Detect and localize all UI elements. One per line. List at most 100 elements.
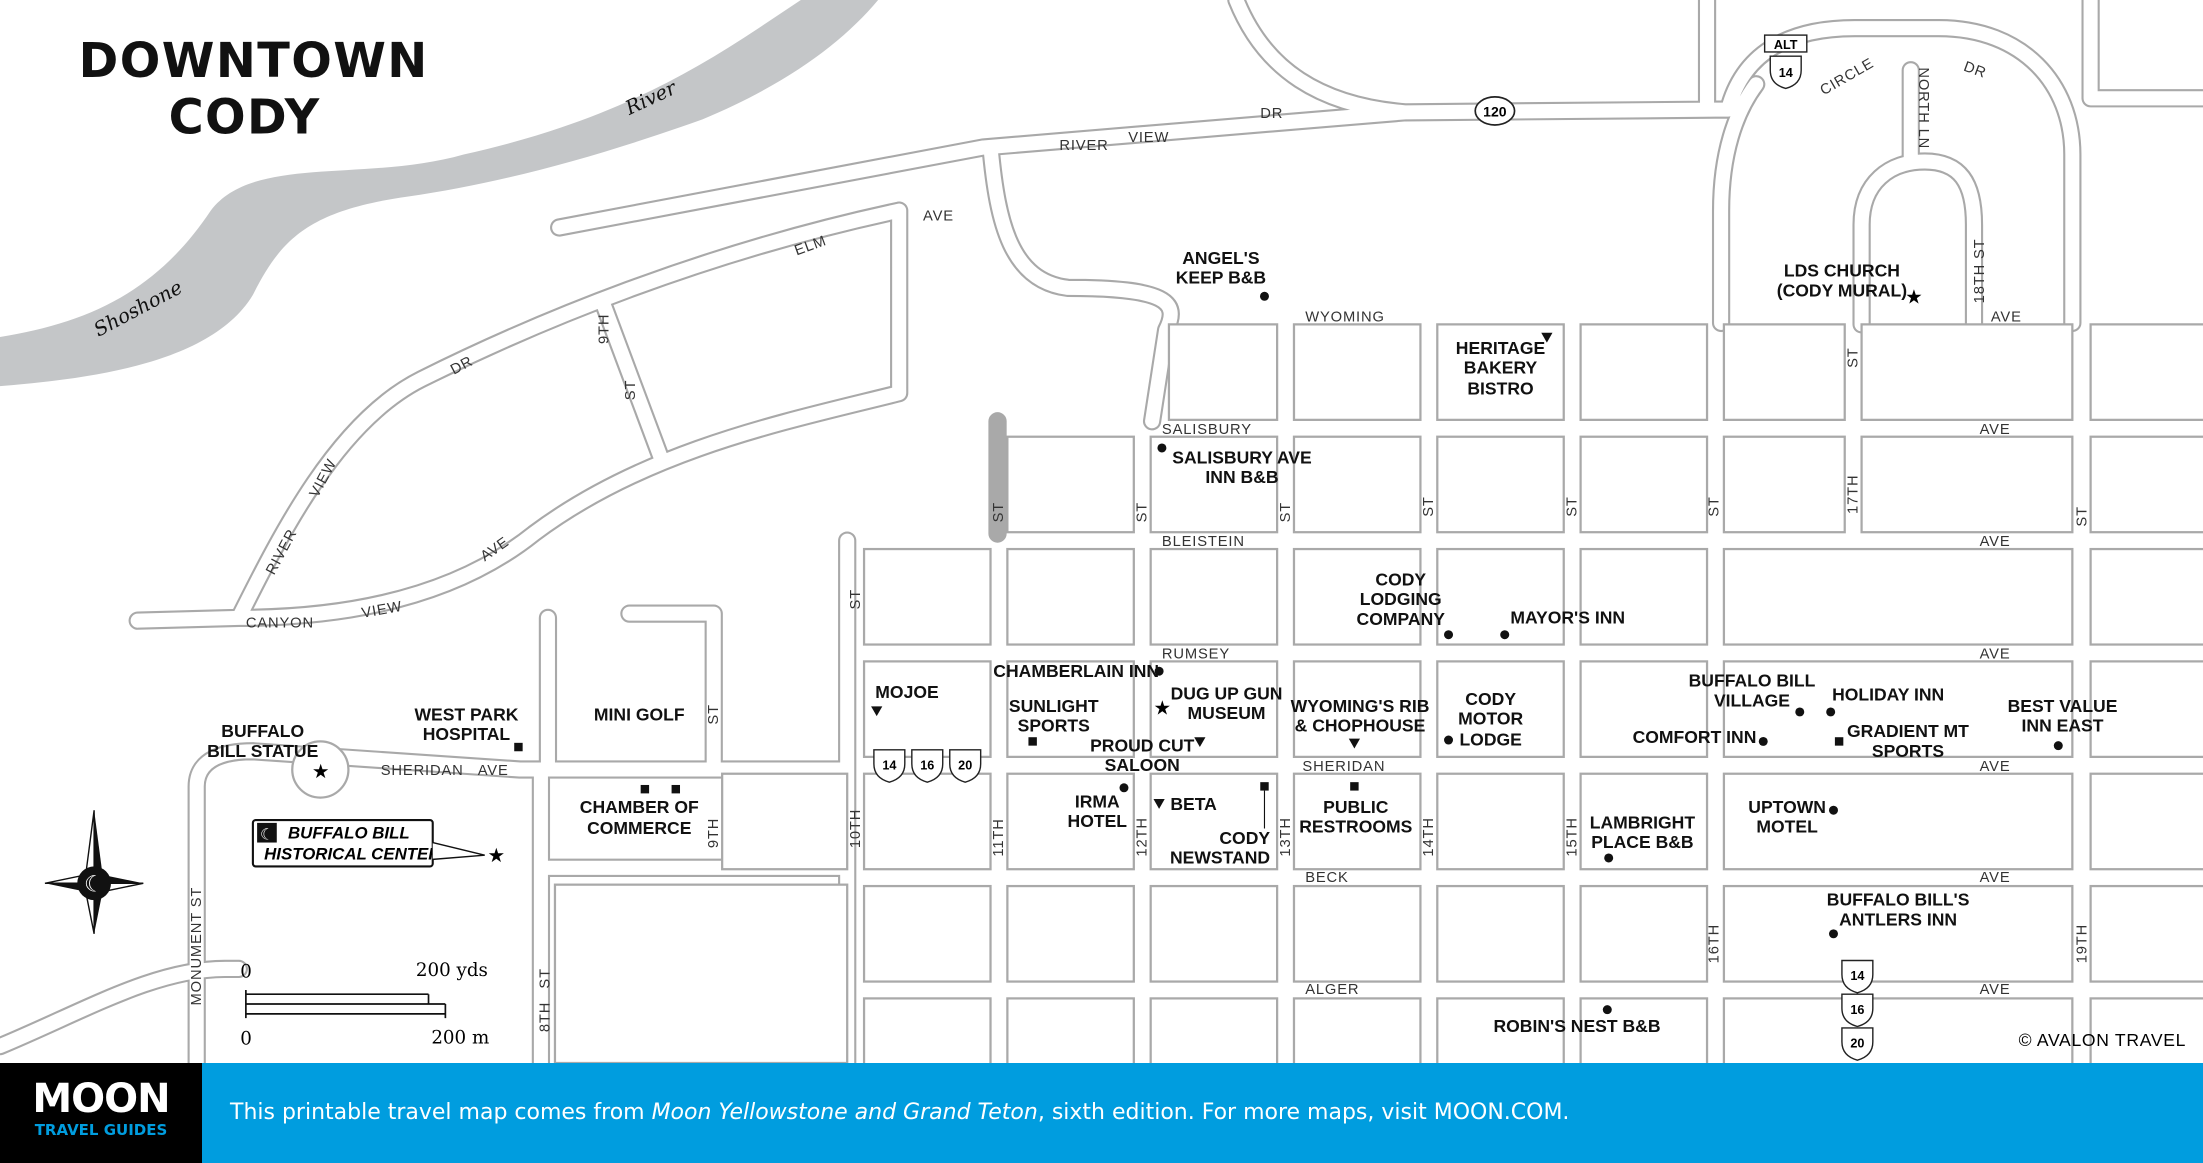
poi-chamberlain-inn: CHAMBERLAIN INN [993,661,1159,681]
city-block [1436,772,1565,871]
map-title-line-1: DOWNTOWN [79,34,429,89]
svg-text:14: 14 [1779,66,1793,80]
svg-text:CIRCLE: CIRCLE [1818,56,1877,99]
footer-banner: MOON TRAVEL GUIDES This printable travel… [0,1063,2203,1163]
us-route-shields-sheridan: 14 16 20 [873,749,982,783]
svg-text:AVE: AVE [1980,870,2011,886]
svg-text:COMPANY: COMPANY [1357,609,1446,629]
svg-text:VILLAGE: VILLAGE [1714,690,1790,710]
svg-text:KEEP B&B: KEEP B&B [1176,268,1266,288]
svg-text:16: 16 [1850,1003,1864,1017]
city-block [1436,884,1565,983]
svg-text:SALOON: SALOON [1105,755,1180,775]
highway-120-shield: 120 [1474,96,1516,126]
svg-text:SPORTS: SPORTS [1872,741,1944,761]
city-block [1006,884,1135,983]
poi-mini-golf: MINI GOLF [594,704,685,724]
svg-text:18TH ST: 18TH ST [1972,238,1988,303]
city-block [1436,323,1565,421]
svg-text:& CHOPHOUSE: & CHOPHOUSE [1295,716,1426,736]
svg-text:NORTH LN: NORTH LN [1915,67,1931,149]
city-block [2089,997,2203,1063]
svg-text:AVE: AVE [1980,759,2011,775]
poi-public-restrooms: PUBLIC [1323,797,1389,817]
city-block [1860,323,2074,421]
moon-travel-guides-logo[interactable]: MOON TRAVEL GUIDES [0,1063,202,1163]
svg-text:ST: ST [1845,347,1861,368]
city-block [1722,884,2074,983]
book-title: Moon Yellowstone and Grand Teton [651,1100,1038,1125]
poi-irma-hotel: IRMA [1075,791,1120,811]
city-block [2089,660,2203,759]
svg-text:PLACE B&B: PLACE B&B [1591,832,1693,852]
scale-bar: 0 200 yds 0 200 m [240,960,489,1050]
poi-wyomings-rib: WYOMING'S RIB [1291,696,1430,716]
svg-text:ST: ST [706,704,722,725]
copyright: © AVALON TRAVEL [2019,1030,2187,1050]
city-block [1292,547,1422,646]
svg-text:13TH: 13TH [1278,817,1294,856]
city-block [2089,884,2203,983]
city-block [1006,547,1135,646]
logo-moon: MOON [32,1076,170,1122]
city-block [2089,547,2203,646]
svg-text:SHERIDAN: SHERIDAN [1302,759,1385,775]
city-block [1722,435,1846,534]
svg-text:ANTLERS INN: ANTLERS INN [1839,909,1957,929]
svg-text:SPORTS: SPORTS [1018,716,1090,736]
poi-mayors-inn: MAYOR'S INN [1510,607,1625,627]
shoshone-river [0,0,879,387]
city-block [862,772,992,871]
moon-link[interactable]: , sixth edition. For more maps, visit MO… [1037,1100,1570,1125]
svg-text:AVE: AVE [1980,982,2011,998]
city-block [2089,435,2203,534]
svg-text:120: 120 [1483,104,1507,120]
svg-text:BLEISTEIN: BLEISTEIN [1162,534,1245,550]
poi-west-park-hospital: WEST PARK [414,704,518,724]
poi-robins-nest: ROBIN'S NEST B&B [1493,1016,1660,1036]
poi-lds-church: LDS CHURCH [1784,261,1900,281]
city-block [1579,772,1709,871]
poi-cody-motor-lodge: CODY [1465,689,1516,709]
svg-text:ST: ST [537,968,553,989]
downtown-cody-map: DOWNTOWN CODY Shoshone River RIVER VIEW … [0,0,2203,1063]
svg-text:DR: DR [1260,106,1283,122]
svg-text:0: 0 [240,1029,252,1050]
poi-cody-lodging: CODY [1375,570,1426,590]
svg-text:8TH: 8TH [537,1002,553,1032]
svg-text:AVE: AVE [1991,310,2022,326]
city-block [1006,435,1135,534]
logo-travel-guides: TRAVEL GUIDES [34,1121,168,1139]
city-block [1292,997,1422,1063]
city-block [1006,997,1135,1063]
poi-antlers-inn: BUFFALO BILL'S [1827,890,1970,910]
us-route-shields-16th: 14 16 20 [1841,959,1874,1061]
svg-text:ST: ST [1421,496,1437,517]
city-block [1149,547,1279,646]
svg-text:16TH: 16TH [1706,924,1722,963]
city-block [1292,884,1422,983]
poi-buffalo-bill-village: BUFFALO BILL [1689,671,1816,691]
poi-best-value-inn: BEST VALUE [2008,696,2118,716]
poi-beta: BETA [1170,794,1217,814]
poi-gradient-mt-sports: GRADIENT MT [1847,721,1969,741]
svg-text:15TH: 15TH [1564,817,1580,856]
alt-14-shield: ALT 14 [1763,34,1808,90]
svg-text:14: 14 [882,759,896,773]
star-icon: ★ [312,760,330,783]
svg-text:VIEW: VIEW [360,599,403,622]
svg-text:SALISBURY: SALISBURY [1162,422,1252,438]
svg-text:19TH: 19TH [2074,924,2090,963]
svg-text:ST: ST [1134,502,1150,523]
svg-text:LODGE: LODGE [1459,730,1522,750]
city-block [862,884,992,983]
svg-text:RIVER: RIVER [1059,138,1108,154]
svg-text:ST: ST [1278,502,1294,523]
svg-text:AVE: AVE [1980,647,2011,663]
poi-mojoe: MOJOE [875,682,939,702]
city-block [1722,772,2074,871]
city-block [1436,660,1565,759]
svg-text:AVE: AVE [1980,534,2011,550]
poi-lambright-place: LAMBRIGHT [1590,812,1696,832]
poi-proud-cut-saloon: PROUD CUT [1090,735,1195,755]
